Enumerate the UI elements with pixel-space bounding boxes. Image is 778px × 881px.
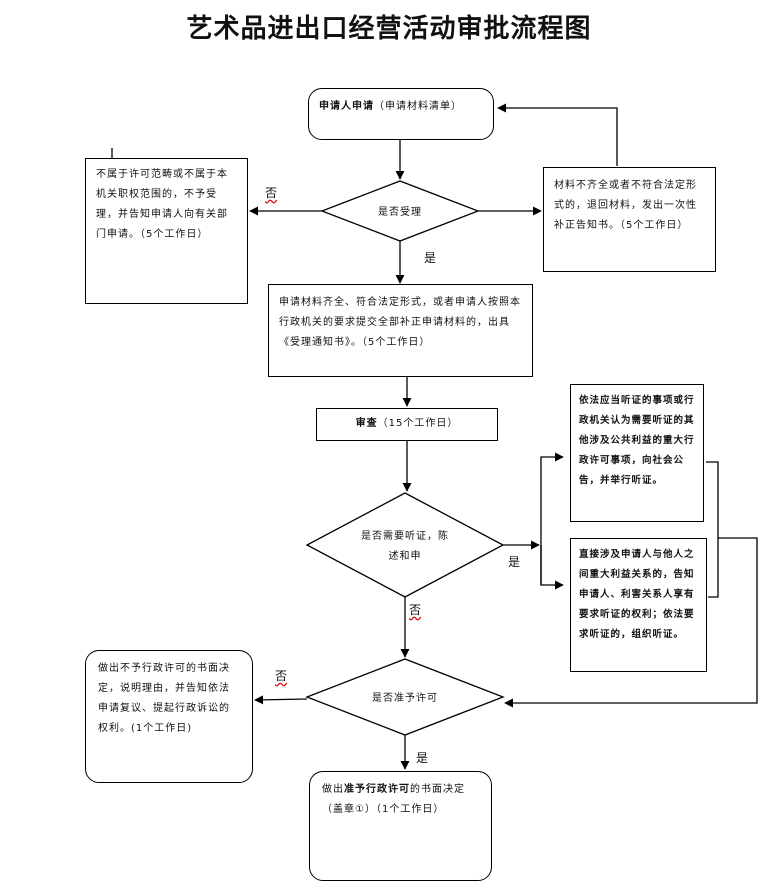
edge-label-approve-yes: 是	[416, 751, 429, 765]
party-hearing-node: 直接涉及申请人与他人之间重大利益关系的，告知申请人、利害关系人享有要求听证的权利…	[570, 538, 707, 672]
deny-node: 做出不予行政许可的书面决定，说明理由，并告知依法申请复议、提起行政诉讼的权利。(…	[85, 650, 253, 783]
connector-branch-public	[540, 452, 564, 585]
connector-incomplete-apply	[497, 103, 618, 166]
edge-label-hearing-no: 否	[409, 603, 422, 617]
connector-public-approve	[504, 461, 758, 708]
review-duration: （15个工作日）	[377, 418, 459, 429]
connector-branch-party	[540, 545, 564, 590]
grant-suffix: 的书面决定（盖章①）（1个工作日）	[322, 784, 465, 815]
review-label: 审查	[355, 418, 378, 429]
incomplete-node: 材料不齐全或者不符合法定形式的，退回材料，发出一次性补正告知书。（5个工作日）	[543, 167, 716, 272]
review-node: 审查（15个工作日）	[316, 408, 498, 441]
connector-approve-deny	[254, 695, 308, 705]
grant-node: 做出准予行政许可的书面决定（盖章①）（1个工作日）	[309, 771, 492, 881]
connector-party-approve	[708, 538, 719, 598]
page-title: 艺术品进出口经营活动审批流程图	[186, 14, 592, 44]
public-hearing-node: 依法应当听证的事项或行政机关认为需要听证的其他涉及公共利益的重大行政许可事项，向…	[570, 384, 704, 522]
apply-materials-label: （申请材料清单）	[374, 101, 462, 112]
reject-node: 不属于许可范畴或不属于本机关职权范围的，不予受理，并告知申请人向有关部门申请。（…	[85, 158, 248, 304]
edge-label-approve-no: 否	[275, 669, 288, 683]
grant-emphasis: 准予行政许可	[344, 784, 410, 795]
approve-decision-label: 是否准予许可	[372, 693, 438, 704]
grant-prefix: 做出	[322, 784, 344, 795]
accept-decision-label: 是否受理	[378, 207, 422, 218]
edge-label-hearing-yes: 是	[508, 555, 521, 569]
accepted-node: 申请材料齐全、符合法定形式，或者申请人按照本行政机关的要求提交全部补正申请材料的…	[268, 284, 533, 377]
apply-label: 申请人申请	[319, 101, 374, 112]
edge-label-accept-yes: 是	[424, 251, 437, 265]
edge-label-accept-no: 否	[265, 186, 278, 200]
apply-node: 申请人申请（申请材料清单）	[308, 88, 494, 140]
hearing-decision-label: 是否需要听证，陈述和申	[361, 531, 449, 562]
